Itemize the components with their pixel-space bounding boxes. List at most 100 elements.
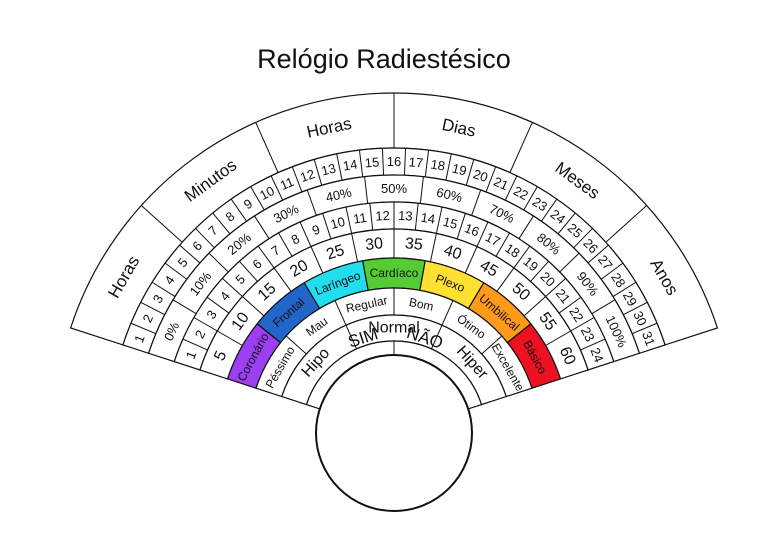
- inner-number-divider: [513, 245, 531, 269]
- outer-number-label: 16: [387, 154, 401, 169]
- five-label: 25: [324, 242, 346, 264]
- percent-divider: [591, 299, 616, 315]
- quality-divider: [481, 335, 503, 355]
- outer-number-label: 1: [131, 333, 148, 345]
- inner-number-divider: [345, 206, 353, 234]
- percent-divider: [419, 176, 424, 204]
- outer-number-divider: [270, 175, 284, 201]
- dial-dividers: [130, 93, 658, 355]
- outer-number-label: 18: [429, 156, 446, 173]
- outer-number-label: 24: [548, 206, 569, 227]
- section-divider: [509, 122, 533, 173]
- quality-divider: [285, 335, 307, 355]
- section-divider: [255, 122, 279, 173]
- chart-title: Relógio Radiestésico: [257, 44, 511, 74]
- five-divider: [496, 267, 515, 292]
- inner-number-divider: [206, 296, 230, 314]
- five-label: 35: [404, 235, 424, 254]
- outer-number-divider: [424, 150, 430, 177]
- outer-number-divider: [573, 228, 593, 249]
- five-label: 40: [441, 242, 463, 264]
- percent-divider: [254, 215, 270, 239]
- inner-number-label: 12: [375, 208, 390, 224]
- outer-number-label: 10: [257, 183, 277, 203]
- five-divider: [523, 296, 546, 317]
- five-label: 30: [364, 235, 384, 254]
- inner-number-divider: [239, 260, 258, 282]
- section-divider: [140, 205, 183, 243]
- percent-divider: [172, 299, 197, 315]
- outer-number-divider: [151, 281, 176, 297]
- inner-number-label: 14: [420, 210, 437, 227]
- outer-number-label: 12: [298, 166, 316, 185]
- percent-divider: [306, 189, 317, 216]
- inner-number-label: 23: [578, 324, 598, 344]
- outer-number-divider: [465, 159, 475, 186]
- quality-divider: [441, 300, 454, 326]
- outer-number-divider: [557, 212, 576, 235]
- outer-number-divider: [250, 186, 265, 211]
- inner-number-label: 18: [502, 240, 522, 260]
- inner-number-divider: [322, 213, 332, 240]
- percent-label: 60%: [435, 185, 464, 206]
- inner-number-label: 11: [352, 210, 368, 227]
- outer-number-label: 31: [639, 329, 658, 348]
- outer-number-divider: [291, 166, 303, 193]
- outer-number-divider: [140, 301, 165, 316]
- outer-number-label: 11: [278, 174, 296, 193]
- outer-number-divider: [195, 228, 215, 249]
- outer-number-divider: [600, 262, 624, 280]
- percent-divider: [208, 252, 229, 273]
- outer-number-divider: [587, 244, 609, 264]
- outer-number-divider: [540, 198, 558, 222]
- inner-number-divider: [278, 232, 293, 257]
- five-divider: [310, 246, 324, 274]
- inner-number-divider: [435, 206, 443, 234]
- outer-number-label: 29: [620, 289, 640, 309]
- outer-number-label: 23: [530, 194, 550, 214]
- inner-number-divider: [545, 278, 567, 297]
- outer-number-label: 28: [608, 270, 629, 290]
- outer-number-label: 14: [342, 156, 359, 173]
- outer-number-divider: [381, 148, 385, 176]
- inner-number-divider: [558, 296, 582, 314]
- percent-label: 40%: [324, 185, 353, 206]
- five-divider: [351, 233, 359, 262]
- outer-number-divider: [403, 148, 407, 176]
- outer-number-divider: [504, 175, 518, 201]
- percent-divider: [364, 176, 369, 204]
- percent-label: 50%: [381, 181, 407, 196]
- inner-number-divider: [414, 203, 419, 231]
- outer-number-label: 20: [471, 166, 489, 185]
- section-divider: [605, 205, 648, 243]
- outer-number-divider: [485, 166, 497, 193]
- inner-number-divider: [570, 317, 595, 332]
- outer-number-label: 21: [491, 174, 510, 193]
- outer-number-divider: [179, 244, 201, 264]
- outer-number-label: 19: [451, 160, 469, 178]
- quality-divider: [334, 300, 347, 326]
- quality-label: Bom: [408, 295, 435, 314]
- outer-number-label: 30: [630, 309, 650, 328]
- inner-number-label: 22: [566, 304, 586, 324]
- inner-number-label: 10: [329, 214, 347, 232]
- outer-number-label: 17: [408, 154, 424, 170]
- state-divider: [345, 324, 358, 350]
- outer-number-divider: [358, 150, 364, 177]
- inner-number-divider: [476, 221, 489, 247]
- five-divider: [242, 296, 265, 317]
- inner-number-label: 13: [398, 208, 413, 224]
- outer-number-divider: [336, 153, 343, 181]
- inner-number-divider: [580, 338, 606, 351]
- inner-number-divider: [369, 203, 374, 231]
- inner-number-divider: [530, 260, 549, 282]
- inner-number-label: 15: [441, 214, 459, 232]
- outer-number-label: 15: [364, 154, 380, 170]
- outer-number-divider: [631, 322, 658, 335]
- center-circle: [315, 354, 473, 512]
- inner-number-divider: [456, 213, 466, 240]
- outer-number-label: 22: [511, 183, 531, 203]
- five-label: 45: [477, 257, 501, 281]
- inner-number-divider: [299, 221, 312, 247]
- inner-number-label: 16: [463, 220, 482, 239]
